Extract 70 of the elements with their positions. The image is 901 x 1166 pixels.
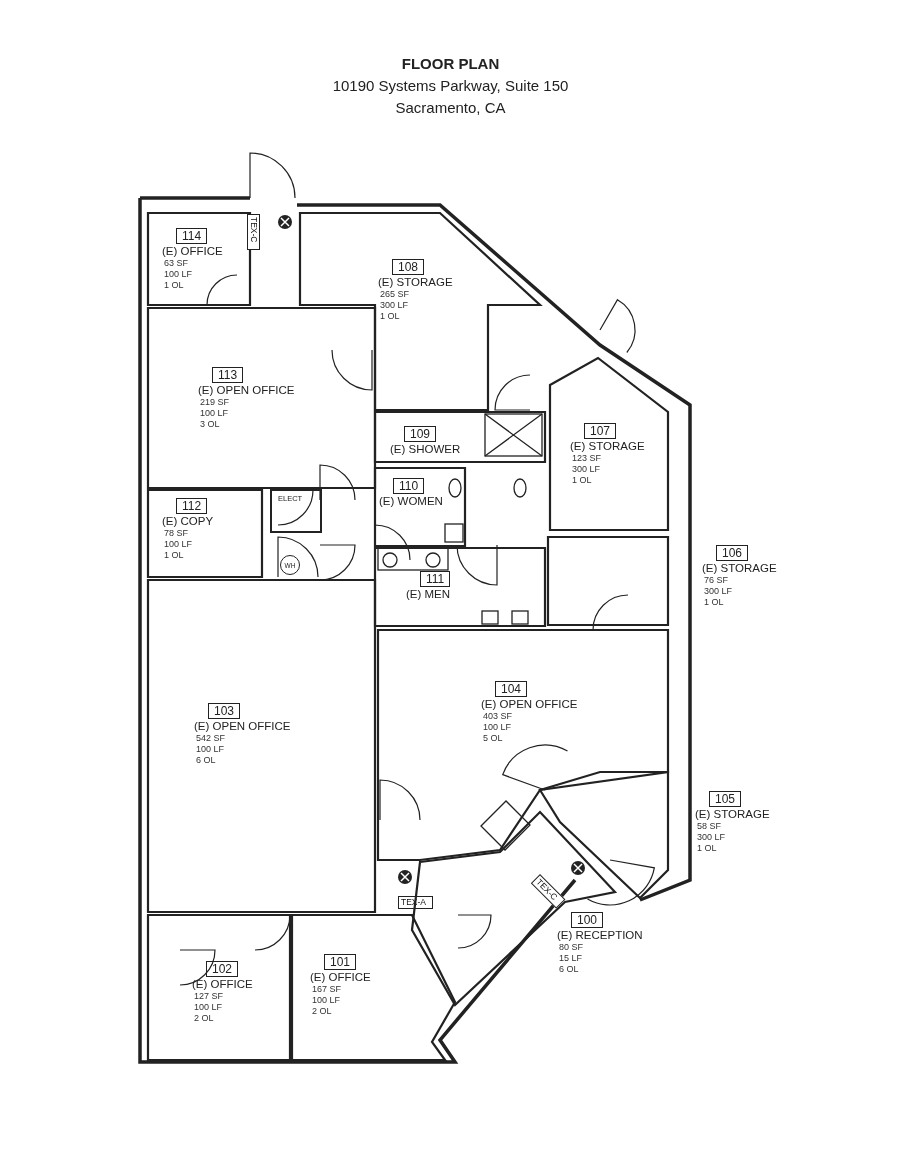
load-text: 100 LF bbox=[312, 995, 341, 1006]
room-name: (E) MEN bbox=[406, 587, 451, 601]
room-number: 112 bbox=[176, 498, 208, 514]
room-number: 101 bbox=[324, 954, 357, 970]
room-name: (E) STORAGE bbox=[570, 439, 645, 453]
load-text: 300 LF bbox=[704, 586, 733, 597]
room-number: 102 bbox=[206, 961, 239, 977]
tag-label: TEX-C bbox=[247, 214, 260, 250]
room-name: (E) OPEN OFFICE bbox=[198, 383, 295, 397]
outlet-text: 1 OL bbox=[164, 550, 184, 561]
room-number: 100 bbox=[571, 912, 604, 928]
area-text: 403 SF bbox=[483, 711, 513, 722]
room-number: 107 bbox=[584, 423, 617, 439]
address-text: Sacramento, CA bbox=[394, 99, 507, 116]
load-text: 100 LF bbox=[164, 269, 193, 280]
room-number: 104 bbox=[495, 681, 528, 697]
area-text: 78 SF bbox=[164, 528, 188, 539]
area-text: 63 SF bbox=[164, 258, 188, 269]
plan-title: FLOOR PLAN bbox=[400, 55, 501, 72]
area-text: 167 SF bbox=[312, 984, 342, 995]
room-number: 106 bbox=[716, 545, 749, 561]
area-text: 123 SF bbox=[572, 453, 602, 464]
outlet-text: 5 OL bbox=[483, 733, 503, 744]
room-name: (E) WOMEN bbox=[379, 494, 443, 508]
area-text: 58 SF bbox=[697, 821, 721, 832]
room-number: 113 bbox=[212, 367, 244, 383]
area-text: 265 SF bbox=[380, 289, 410, 300]
address-text: 10190 Systems Parkway, Suite 150 bbox=[331, 77, 570, 94]
load-text: 100 LF bbox=[483, 722, 512, 733]
room-number: 105 bbox=[709, 791, 742, 807]
area-text: 80 SF bbox=[559, 942, 583, 953]
room-number: 111 bbox=[420, 571, 451, 587]
load-text: 15 LF bbox=[559, 953, 582, 964]
outlet-text: 2 OL bbox=[194, 1013, 214, 1024]
room-number: 110 bbox=[393, 478, 425, 494]
outlet-text: 1 OL bbox=[697, 843, 717, 854]
outlet-text: 6 OL bbox=[559, 964, 579, 975]
room-name: (E) OPEN OFFICE bbox=[481, 697, 578, 711]
load-text: 100 LF bbox=[196, 744, 225, 755]
load-text: 300 LF bbox=[380, 300, 409, 311]
area-text: 219 SF bbox=[200, 397, 230, 408]
outlet-text: 1 OL bbox=[380, 311, 400, 322]
load-text: 100 LF bbox=[164, 539, 193, 550]
room-name: (E) COPY bbox=[162, 514, 214, 528]
room-name: (E) OFFICE bbox=[192, 977, 253, 991]
load-text: 100 LF bbox=[194, 1002, 223, 1013]
room-number: 103 bbox=[208, 703, 241, 719]
room-name: (E) STORAGE bbox=[695, 807, 770, 821]
outlet-text: 1 OL bbox=[164, 280, 184, 291]
room-name: (E) STORAGE bbox=[378, 275, 453, 289]
room-name: (E) OPEN OFFICE bbox=[194, 719, 291, 733]
load-text: 300 LF bbox=[697, 832, 726, 843]
room-name: (E) STORAGE bbox=[702, 561, 777, 575]
outlet-text: 1 OL bbox=[704, 597, 724, 608]
outlet-text: 2 OL bbox=[312, 1006, 332, 1017]
outlet-text: 3 OL bbox=[200, 419, 220, 430]
load-text: 300 LF bbox=[572, 464, 601, 475]
room-number: 108 bbox=[392, 259, 425, 275]
outlet-text: 6 OL bbox=[196, 755, 216, 766]
room-name: (E) OFFICE bbox=[310, 970, 371, 984]
room-number: 114 bbox=[176, 228, 208, 244]
room-name: (E) OFFICE bbox=[162, 244, 223, 258]
area-text: 76 SF bbox=[704, 575, 728, 586]
outlet-text: 1 OL bbox=[572, 475, 592, 486]
area-text: 127 SF bbox=[194, 991, 224, 1002]
room-number: 109 bbox=[404, 426, 437, 442]
load-text: 100 LF bbox=[200, 408, 229, 419]
room-name: (E) SHOWER bbox=[390, 442, 461, 456]
area-text: 542 SF bbox=[196, 733, 226, 744]
room-name: (E) RECEPTION bbox=[557, 928, 643, 942]
